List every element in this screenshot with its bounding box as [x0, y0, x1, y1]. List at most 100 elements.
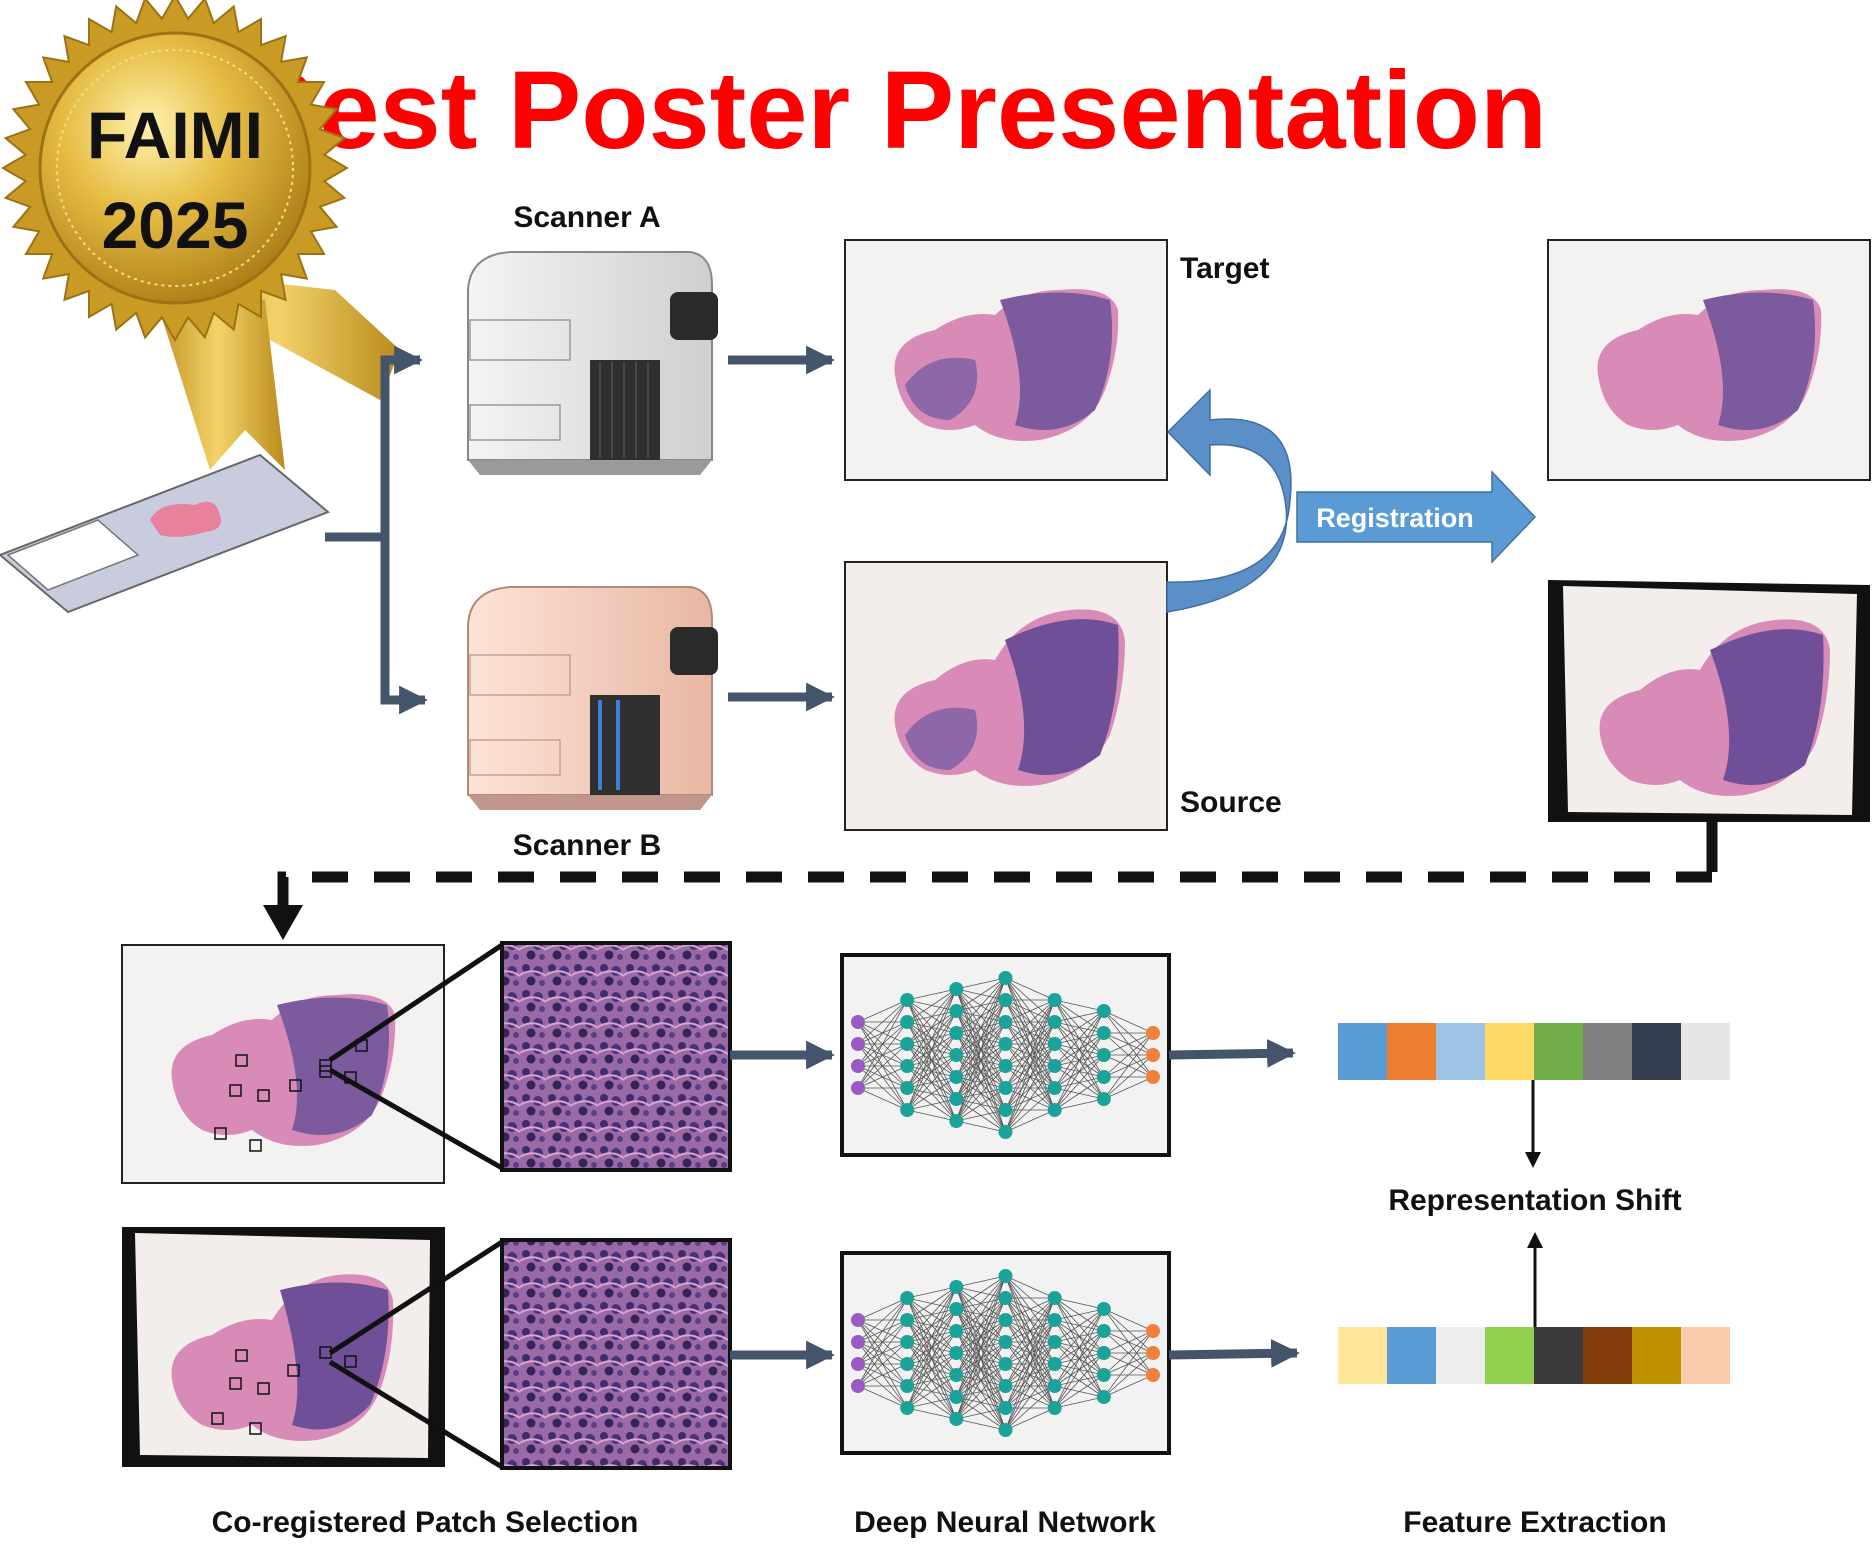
badge-line1: FAIMI — [87, 98, 263, 172]
network-edge — [1054, 1054, 1105, 1111]
network-edge — [955, 999, 1006, 1122]
network-edge — [1005, 1109, 1055, 1133]
network-edge — [955, 977, 1006, 1122]
network-edge — [857, 1363, 908, 1387]
output-node — [1146, 1368, 1160, 1382]
registration-curved-arrow — [1166, 388, 1292, 613]
hidden-node — [998, 1059, 1013, 1073]
network-edge — [956, 1385, 1006, 1420]
network-edge — [906, 988, 957, 1045]
step-patch-selection-label: Co-registered Patch Selection — [212, 1506, 639, 1539]
hidden-node — [1047, 1335, 1062, 1349]
output-node — [1146, 1048, 1160, 1062]
hidden-node — [1047, 1059, 1062, 1073]
hidden-node — [900, 1081, 915, 1095]
patch-zoom-bottom — [500, 1238, 732, 1470]
hidden-node — [949, 1324, 964, 1338]
network-edge — [1103, 1352, 1154, 1398]
feature-cell — [1387, 1023, 1436, 1080]
network-edge — [1103, 1330, 1154, 1376]
page-title: Best Poster Presentation — [239, 49, 1547, 172]
network-edge — [955, 1275, 1006, 1398]
hidden-node — [1047, 1401, 1062, 1415]
network-edge — [1103, 1032, 1154, 1078]
hidden-node — [1047, 1015, 1062, 1029]
hidden-node — [1096, 1026, 1111, 1040]
hidden-node — [949, 1346, 964, 1360]
hidden-node — [998, 1423, 1013, 1437]
feature-cell — [1681, 1023, 1730, 1080]
hidden-node — [1047, 1103, 1062, 1117]
hidden-node — [949, 1368, 964, 1382]
network-edge — [906, 1330, 957, 1409]
hidden-node — [1096, 1368, 1111, 1382]
network-edge — [857, 1043, 908, 1089]
network-edge — [906, 1286, 957, 1321]
hidden-node — [998, 993, 1013, 1007]
network-edge — [906, 1286, 957, 1365]
hidden-node — [1047, 993, 1062, 1007]
scanner-b-label: Scanner B — [513, 829, 661, 862]
feature-cell — [1338, 1327, 1387, 1384]
network-edge — [955, 1043, 1006, 1122]
hidden-node — [1047, 1357, 1062, 1371]
network-edge — [1005, 1297, 1056, 1387]
hidden-node — [949, 1092, 964, 1106]
source-slide-image — [844, 561, 1168, 831]
network-edge — [1005, 1297, 1056, 1409]
dashed-arrowhead — [263, 905, 303, 940]
hidden-node — [1096, 1048, 1111, 1062]
network-edge — [1005, 1297, 1055, 1365]
network-edge — [857, 1297, 908, 1321]
scanner-a-icon — [467, 251, 718, 475]
network-edge — [906, 988, 957, 1023]
input-node — [851, 1015, 865, 1029]
output-node — [1146, 1026, 1160, 1040]
network-edge — [857, 1341, 908, 1387]
registered-target-image — [1547, 239, 1871, 481]
network-edge — [955, 1319, 1006, 1420]
hidden-node — [949, 1114, 964, 1128]
network-edge — [906, 1374, 957, 1409]
network-edge — [1005, 1341, 1056, 1431]
network-edge — [906, 988, 957, 1067]
network-edge — [906, 1010, 957, 1111]
hidden-node — [949, 1026, 964, 1040]
network-edge — [857, 1385, 908, 1409]
hidden-node — [998, 1379, 1013, 1393]
hidden-node — [900, 1379, 915, 1393]
network-edge — [1054, 1010, 1104, 1023]
network-edge — [956, 977, 1006, 990]
hidden-node — [949, 1390, 964, 1404]
input-node — [851, 1357, 865, 1371]
hidden-node — [1047, 1291, 1062, 1305]
dnn-to-feature-arrows — [1168, 1039, 1300, 1368]
network-edge — [1054, 1297, 1104, 1310]
network-edge — [1005, 977, 1055, 1001]
network-edge — [956, 1418, 1006, 1431]
patch-slide-bottom — [122, 1227, 445, 1467]
network-edge — [956, 977, 1006, 1034]
feature-cell — [1681, 1327, 1730, 1384]
feature-cell — [1436, 1023, 1485, 1080]
feature-cell — [1436, 1327, 1485, 1384]
network-edge — [1005, 1087, 1055, 1133]
patch-zoom-top — [500, 941, 732, 1172]
hidden-node — [900, 1037, 915, 1051]
feature-vector-bottom — [1338, 1327, 1730, 1384]
network-edge — [1054, 1076, 1105, 1111]
network-edge — [906, 1286, 957, 1409]
badge-line2: 2025 — [102, 188, 249, 262]
network-edge — [1005, 999, 1055, 1023]
network-edge — [1054, 1396, 1104, 1409]
network-edge — [1054, 1308, 1105, 1343]
network-edge — [955, 977, 1006, 1078]
step-feature-extraction-label: Feature Extraction — [1403, 1506, 1666, 1539]
hidden-node — [949, 1412, 964, 1426]
network-edge — [955, 1021, 1006, 1122]
hidden-node — [949, 1280, 964, 1294]
network-edge — [1005, 1319, 1056, 1431]
feature-vector-top — [1338, 1023, 1730, 1080]
network-edge — [956, 1120, 1006, 1133]
hidden-node — [998, 1291, 1013, 1305]
